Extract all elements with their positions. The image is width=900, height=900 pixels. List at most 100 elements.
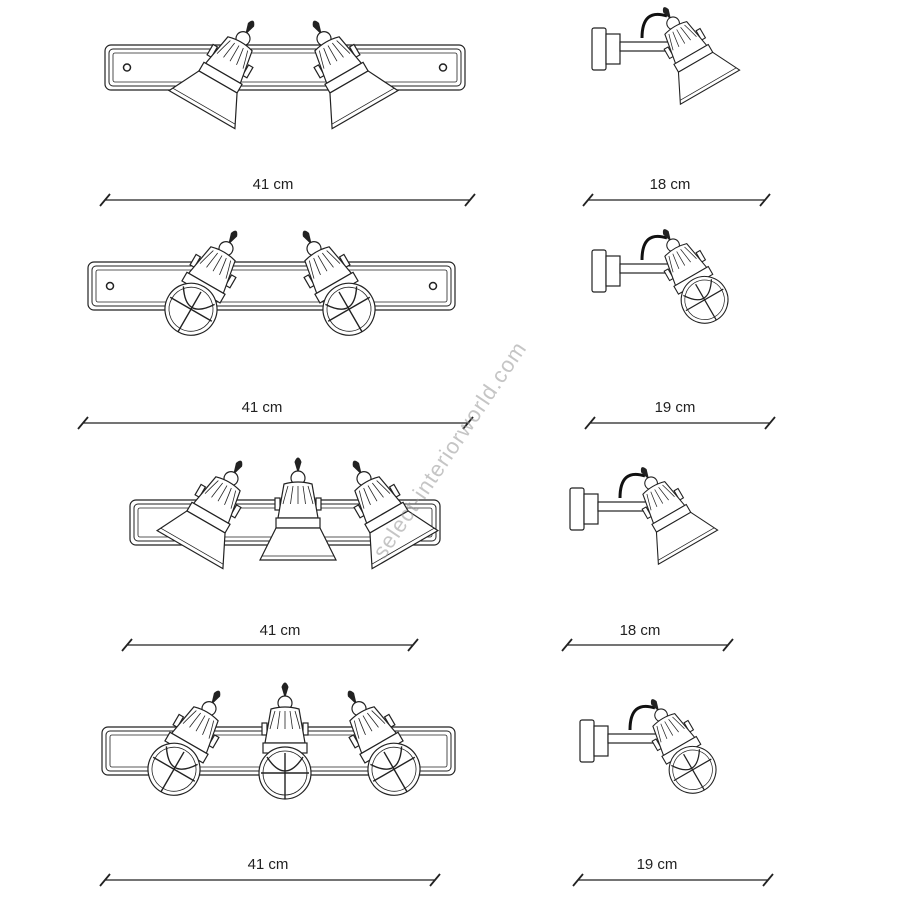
guard-wires xyxy=(370,746,416,793)
guard-wires xyxy=(261,753,309,799)
body-rib xyxy=(308,260,315,279)
body-rib xyxy=(650,491,658,508)
body-rib xyxy=(358,490,365,509)
bar-inner xyxy=(91,265,452,307)
spotlight xyxy=(155,460,243,570)
body-rib xyxy=(376,480,391,494)
guard-wires xyxy=(671,749,712,791)
spotlight xyxy=(352,460,440,570)
body-rib xyxy=(290,485,294,505)
dimension-tick xyxy=(722,638,734,652)
spotlight xyxy=(312,20,400,130)
dimension-tick xyxy=(99,193,111,207)
wall-plate-rim xyxy=(583,493,599,525)
body-rib xyxy=(219,257,227,276)
bulb-tip-icon xyxy=(233,460,243,475)
screw-hole-icon xyxy=(122,63,132,72)
lamp-body xyxy=(664,21,708,65)
body-rib xyxy=(680,27,691,41)
body-rib xyxy=(332,42,344,58)
lamp-body xyxy=(349,706,398,755)
cable xyxy=(640,12,668,39)
bulb-tip-icon xyxy=(640,467,650,480)
body-rib xyxy=(372,482,384,498)
bulb-tip-icon xyxy=(352,460,362,475)
body-rib xyxy=(224,487,232,506)
spotlight xyxy=(167,20,255,130)
bulb-tip-icon xyxy=(211,690,221,705)
shade-rim xyxy=(657,527,715,561)
row1-width-label: 41 cm xyxy=(252,176,294,193)
body-rib xyxy=(269,710,276,730)
guard-wires xyxy=(325,286,371,333)
dimension-tick xyxy=(764,416,776,430)
body-rib xyxy=(216,40,231,54)
spotlight xyxy=(662,7,741,106)
row4-depth-label: 19 cm xyxy=(636,856,678,873)
screw-hole-icon xyxy=(428,281,438,291)
body-rib xyxy=(358,717,366,736)
dimension-tick xyxy=(77,416,89,430)
body-rib xyxy=(195,715,206,732)
dimension-tick xyxy=(762,873,774,887)
bulb-tip-icon xyxy=(650,699,660,712)
wall-plate xyxy=(579,719,595,763)
spotlight-with-guard xyxy=(650,699,717,794)
body-rib xyxy=(672,716,685,730)
guard-wires xyxy=(683,279,724,321)
body-rib xyxy=(323,47,331,66)
spotlight xyxy=(259,457,337,561)
dimension-tick xyxy=(99,873,111,887)
lamp-collar xyxy=(275,517,321,529)
lamp-body xyxy=(664,243,708,287)
dimension-line xyxy=(561,638,734,652)
body-rib xyxy=(202,717,210,736)
spotlight-with-guard xyxy=(147,690,221,796)
body-rib xyxy=(676,251,686,266)
bar-outline xyxy=(87,261,456,311)
screw-hole-icon xyxy=(438,63,448,72)
wall-plate xyxy=(591,249,607,293)
bulb-tip-icon xyxy=(347,690,357,705)
body-rib xyxy=(656,725,662,743)
bulb-tip-icon xyxy=(228,230,238,245)
bulb-tip-icon xyxy=(662,229,672,242)
body-rib xyxy=(680,249,691,263)
dimension-line xyxy=(99,193,476,207)
body-rib xyxy=(371,710,386,724)
dimension-line xyxy=(77,416,474,430)
shade-rim xyxy=(679,67,737,101)
side-view xyxy=(591,12,692,71)
lamp-body xyxy=(304,246,353,295)
lamp-shade xyxy=(369,510,440,570)
body-rib xyxy=(204,480,219,494)
body-rib xyxy=(672,31,680,48)
bulb-tip-icon xyxy=(312,20,322,35)
body-rib xyxy=(336,40,351,54)
guard-wires xyxy=(169,286,215,333)
dimension-line xyxy=(99,873,441,887)
guard-wires xyxy=(152,746,198,793)
body-rib xyxy=(225,260,232,279)
wall-plate-rim xyxy=(605,33,621,65)
wall-plate-rim xyxy=(605,255,621,287)
body-rib xyxy=(684,24,697,38)
row3-depth-label: 18 cm xyxy=(619,622,661,639)
body-rib xyxy=(654,489,664,504)
wall-plate xyxy=(591,27,607,71)
body-rib xyxy=(676,29,686,44)
body-rib xyxy=(307,485,314,505)
dimension-tick xyxy=(572,873,584,887)
body-rib xyxy=(326,250,341,264)
shade-rim xyxy=(160,527,224,565)
cable xyxy=(628,704,656,731)
wall-plate-rim xyxy=(593,725,609,757)
bulb-tip-icon xyxy=(302,230,312,245)
lamp-body xyxy=(187,246,236,295)
spotlight-with-guard xyxy=(662,229,729,324)
lamp-body xyxy=(192,476,241,525)
bulb-tip-icon xyxy=(662,7,672,20)
row4-width-label: 41 cm xyxy=(247,856,289,873)
body-rib xyxy=(668,33,674,51)
